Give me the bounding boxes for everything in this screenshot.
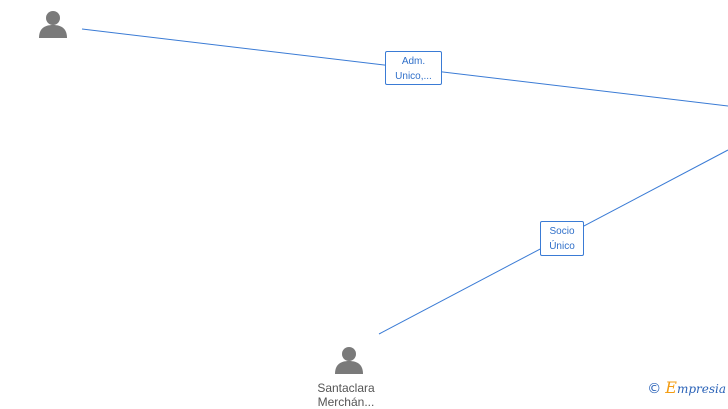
- relationship-graph: [39, 11, 728, 374]
- brand-initial: E: [665, 378, 677, 397]
- edge-label-line: Unico,...: [395, 71, 432, 82]
- edge-label-line: Único: [549, 241, 575, 252]
- person-icon[interactable]: [39, 11, 67, 38]
- edge-label-line: Adm.: [401, 56, 426, 67]
- brand-logo: ©Empresia: [647, 378, 726, 397]
- copyright-icon: ©: [647, 381, 662, 397]
- person-name[interactable]: Santaclara Merchán...: [317, 381, 375, 409]
- person-icon[interactable]: [335, 347, 363, 374]
- edge-label-line: Socio: [549, 226, 575, 237]
- edge-label-socio-unico[interactable]: Socio Único: [540, 221, 584, 256]
- edge-label-adm-unico[interactable]: Adm. Unico,...: [385, 51, 442, 85]
- brand-name: mpresia: [676, 382, 726, 396]
